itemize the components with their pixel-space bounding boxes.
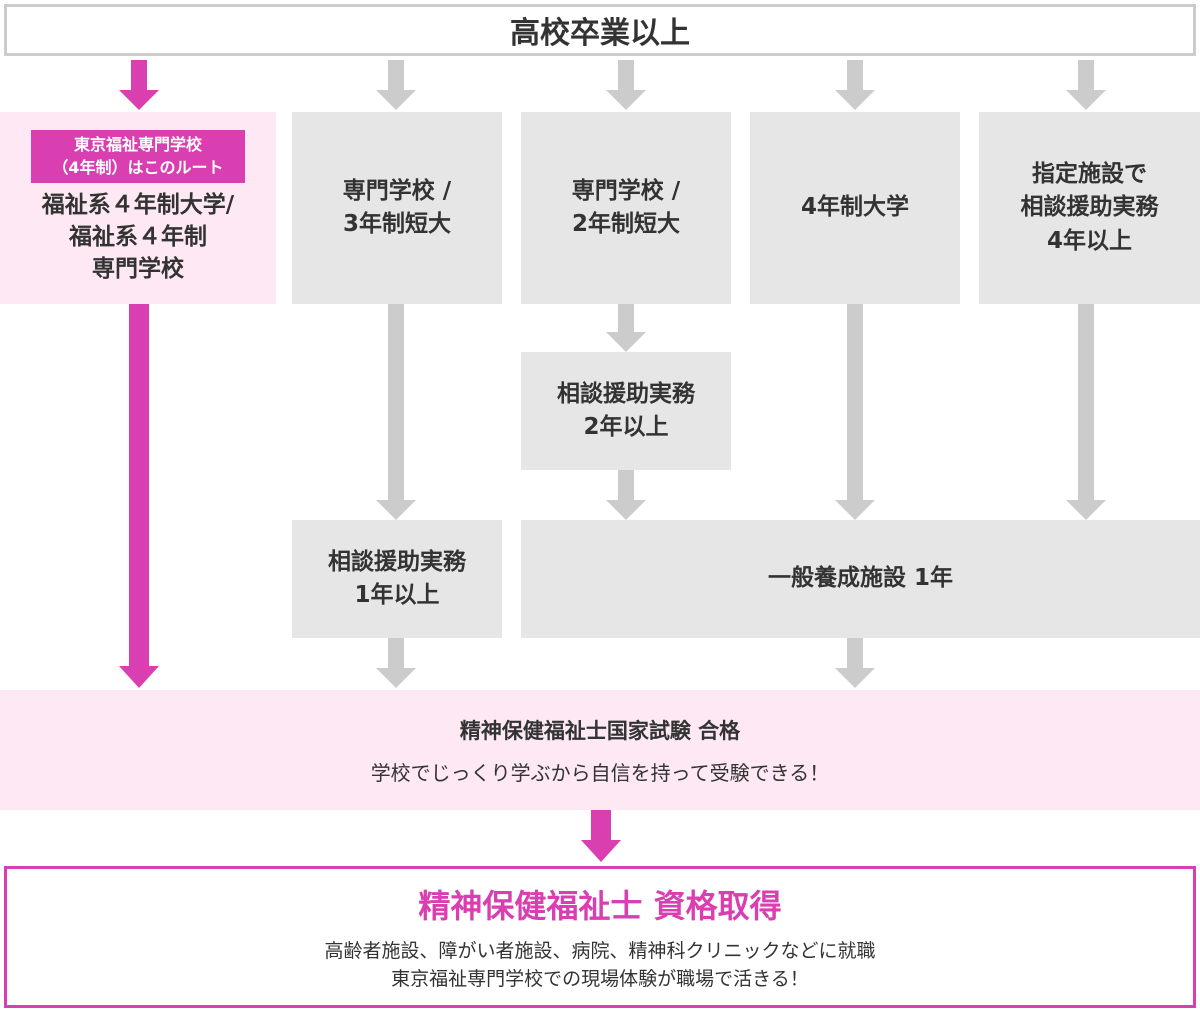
qualification-title: 精神保健福祉士 資格取得 — [418, 886, 782, 925]
entry-requirement-label: 高校卒業以上 — [510, 16, 690, 51]
arrow-shaft-col4-top — [1078, 60, 1094, 90]
arrow-shaft-pink-top — [131, 60, 147, 90]
practice-2yrs-line1: 相談援助実務 — [557, 380, 695, 407]
practice-1yr-box: 相談援助実務 1年以上 — [292, 520, 502, 638]
route-3yr-line1: 専門学校 / — [342, 177, 452, 204]
route-box-3yr-college: 専門学校 / 3年制短大 — [292, 112, 502, 304]
arrow-shaft-col1-low — [388, 638, 404, 668]
arrow-shaft-col2-top — [618, 60, 634, 90]
recommended-route-badge: 東京福祉専門学校 （4年制）はこのルート — [31, 130, 245, 184]
arrow-head-col3-mid — [835, 500, 875, 520]
arrow-shaft-col2-mid — [618, 304, 634, 332]
arrow-shaft-col4-mid — [1078, 304, 1094, 500]
arrow-head-col2-mid — [606, 332, 646, 352]
general-training-label: 一般養成施設 1年 — [767, 565, 953, 592]
route-box-2yr-college: 専門学校 / 2年制短大 — [521, 112, 731, 304]
arrow-head-pink-top — [119, 90, 159, 110]
qualification-line2: 東京福祉専門学校での現場体験が職場で活きる！ — [391, 968, 809, 990]
arrow-shaft-col1-top — [388, 60, 404, 90]
route-3yr-line2: 3年制短大 — [342, 211, 451, 237]
qualification-description: 高齢者施設、障がい者施設、病院、精神科クリニックなどに就職 東京福祉専門学校での… — [324, 937, 875, 994]
arrow-head-col1-mid — [376, 500, 416, 520]
route-box-designated-facility: 指定施設で 相談援助実務 4年以上 — [979, 112, 1200, 304]
national-exam-title: 精神保健福祉士国家試験 合格 — [459, 718, 741, 743]
welfare-school-route-box: 東京福祉専門学校 （4年制）はこのルート 福祉系４年制大学/ 福祉系４年制 専門… — [0, 112, 276, 304]
arrow-shaft-col2-low — [618, 470, 634, 500]
route-facility-line3: 4年以上 — [1046, 227, 1132, 254]
arrow-head-pink-long — [119, 666, 159, 688]
arrow-shaft-pink-final — [591, 810, 611, 840]
arrow-head-training-low — [835, 668, 875, 688]
route-2yr-line2: 2年制短大 — [571, 211, 680, 237]
practice-1yr-line1: 相談援助実務 — [328, 548, 466, 575]
route-facility-line2: 相談援助実務 — [1020, 194, 1159, 221]
entry-requirement-box: 高校卒業以上 — [4, 4, 1196, 56]
practice-1yr-line2: 1年以上 — [354, 582, 440, 608]
arrow-shaft-col3-top — [847, 60, 863, 90]
welfare-route-line2: 福祉系４年制 — [69, 224, 207, 251]
welfare-route-line1: 福祉系４年制大学/ — [41, 192, 235, 219]
general-training-box: 一般養成施設 1年 — [521, 520, 1200, 638]
arrow-head-col1-low — [376, 668, 416, 688]
arrow-shaft-pink-long — [129, 304, 149, 666]
practice-2yrs-line2: 2年以上 — [583, 414, 669, 440]
welfare-route-line3: 専門学校 — [92, 256, 184, 283]
arrow-shaft-training-low — [847, 638, 863, 668]
arrow-head-col3-top — [835, 90, 875, 110]
arrow-head-col2-top — [606, 90, 646, 110]
route-2yr-line1: 専門学校 / — [571, 177, 681, 204]
arrow-head-col4-mid — [1066, 500, 1106, 520]
arrow-shaft-col1-mid — [388, 304, 404, 500]
arrow-head-col2-low — [606, 500, 646, 520]
badge-line1: 東京福祉専門学校 — [73, 135, 202, 155]
practice-2yrs-box: 相談援助実務 2年以上 — [521, 352, 731, 470]
route-box-4yr-university: 4年制大学 — [750, 112, 960, 304]
national-exam-box: 精神保健福祉士国家試験 合格 学校でじっくり学ぶから自信を持って受験できる！ — [0, 690, 1200, 810]
qualification-box: 精神保健福祉士 資格取得 高齢者施設、障がい者施設、病院、精神科クリニックなどに… — [4, 866, 1196, 1008]
arrow-head-col1-top — [376, 90, 416, 110]
route-4yr-line1: 4年制大学 — [800, 194, 909, 221]
arrow-head-pink-final — [581, 840, 621, 862]
badge-line2: （4年制）はこのルート — [52, 157, 224, 177]
welfare-school-route-label: 福祉系４年制大学/ 福祉系４年制 専門学校 — [42, 189, 234, 286]
national-exam-subtitle: 学校でじっくり学ぶから自信を持って受験できる！ — [370, 760, 830, 785]
arrow-head-col4-top — [1066, 90, 1106, 110]
route-facility-line1: 指定施設で — [1032, 160, 1147, 187]
qualification-line1: 高齢者施設、障がい者施設、病院、精神科クリニックなどに就職 — [324, 939, 876, 962]
arrow-shaft-col3-mid — [847, 304, 863, 500]
